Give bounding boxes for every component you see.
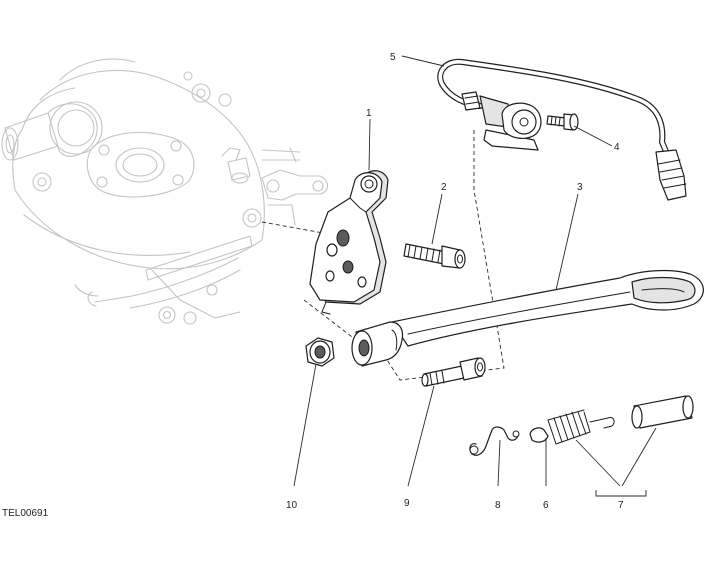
callout-labels: 1 2 3 4 5 6 7 8 9 10 TEL00691: [2, 52, 624, 519]
part-7-sleeve: [631, 395, 694, 429]
part-5-sensor-cable: [437, 58, 687, 201]
callout-9: 9: [404, 498, 410, 509]
part-1-bracket: [309, 170, 389, 315]
engine-casing-outline: [1, 58, 329, 325]
callout-3: 3: [577, 182, 583, 193]
callout-7: 7: [618, 500, 624, 511]
callout-1: 1: [366, 108, 372, 119]
part-8-spring-clip: [469, 426, 520, 456]
leader-lines: [293, 55, 657, 497]
callout-2: 2: [441, 182, 447, 193]
part-3-side-stand-leg: [351, 269, 704, 367]
callout-8: 8: [495, 500, 501, 511]
callout-5: 5: [390, 52, 396, 63]
callout-6: 6: [543, 500, 549, 511]
part-9-pivot-bolt: [421, 357, 486, 387]
callout-10: 10: [286, 500, 298, 511]
callout-4: 4: [614, 142, 620, 153]
reference-code: TEL00691: [2, 508, 49, 519]
part-10-nut: [305, 337, 335, 367]
part-4-screw: [546, 113, 579, 131]
part-6-spring: [529, 409, 615, 445]
part-2-bolt: [403, 243, 466, 269]
